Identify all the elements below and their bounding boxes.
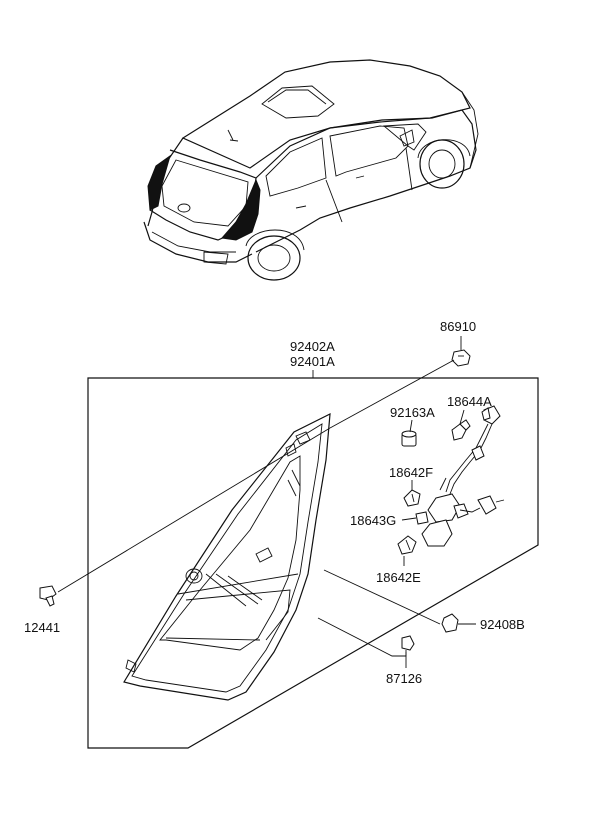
bulb-18643G (415, 511, 429, 525)
label-92401A: 92401A (290, 354, 335, 369)
tail-lamp-housing (123, 412, 331, 701)
label-92408B: 92408B (480, 617, 525, 632)
label-18643G: 18643G (350, 513, 396, 528)
label-18644A: 18644A (447, 394, 492, 409)
assembly-frame (87, 377, 539, 749)
bulb-18642E (397, 535, 417, 555)
label-86910: 86910 (440, 319, 476, 334)
clip-92408B (441, 613, 459, 633)
screw-12441 (39, 585, 57, 607)
clip-87126 (401, 635, 415, 651)
label-12441: 12441 (24, 620, 60, 635)
grommet-92163A (401, 430, 417, 447)
label-92163A: 92163A (390, 405, 435, 420)
label-87126: 87126 (386, 671, 422, 686)
nut-86910 (451, 349, 471, 367)
left-tail-lamp-highlight (147, 154, 171, 211)
part-labels: 86910 92402A 92401A 18644A 92163A 18642F… (24, 319, 525, 686)
right-tail-lamp-highlight (221, 178, 261, 241)
leader-lines (57, 336, 476, 668)
wiring-harness (421, 405, 505, 547)
label-92402A: 92402A (290, 339, 335, 354)
label-18642F: 18642F (389, 465, 433, 480)
label-18642E: 18642E (376, 570, 421, 585)
car-illustration (143, 59, 479, 281)
bulb-18642F (403, 489, 421, 507)
bulb-18644A (451, 419, 471, 441)
